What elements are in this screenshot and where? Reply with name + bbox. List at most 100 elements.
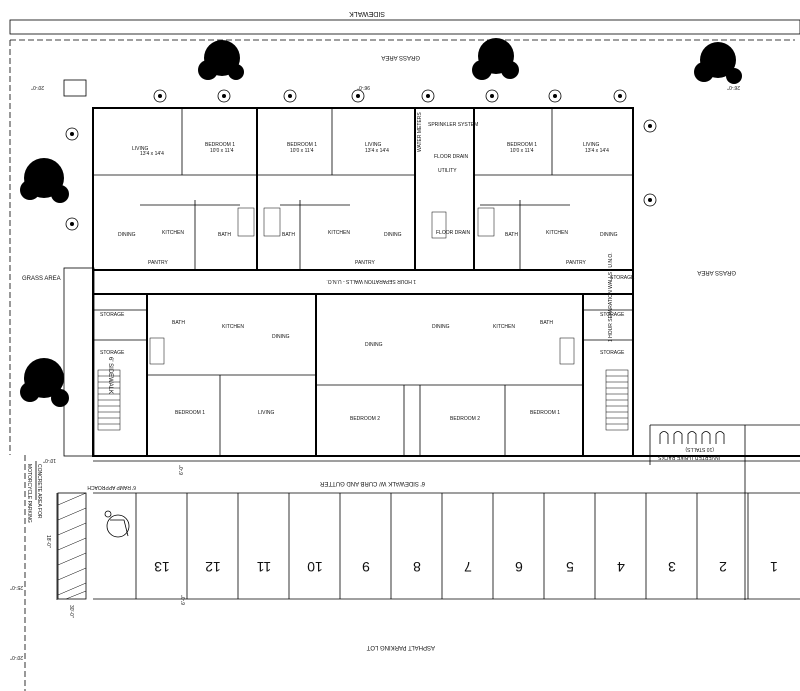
water-meters-label: WATER METERS <box>417 112 423 152</box>
lower-room-walls <box>219 375 506 456</box>
storage-walls <box>93 309 633 341</box>
room-storage-4: STORAGE <box>600 350 625 356</box>
dim-18: 18'-0" <box>45 535 51 548</box>
stall-number: 8 <box>413 559 421 575</box>
separation-wall-label: 1 HOUR SEPARATION WALLS - U.N.O. <box>326 278 416 284</box>
stair-right <box>605 369 629 431</box>
grass-area-top-label: GRASS AREA <box>381 54 420 60</box>
room-dining-5: DINING <box>365 342 383 348</box>
lower-bedroom-line <box>147 374 583 386</box>
utility-label: UTILITY <box>438 168 457 174</box>
front-sidewalk <box>93 460 800 494</box>
room-kitchen-1: KITCHEN <box>162 230 184 236</box>
bike-rack-label: INVERTED U-BIKE RACKS <box>657 454 720 460</box>
room-bath-1: BATH <box>218 232 231 238</box>
upper-bath-walls <box>194 200 521 270</box>
room-bath-3: BATH <box>505 232 518 238</box>
left-sidewalk-top <box>63 79 87 97</box>
bike-stalls-label: (10 STALLS) <box>685 446 714 452</box>
room-storage-3: STORAGE <box>600 312 625 318</box>
grass-area-right-label: GRASS AREA <box>697 269 736 275</box>
tree-icon <box>20 358 69 407</box>
motorcycle-label-1: CONCRETE AREA FOR <box>36 464 42 519</box>
shrub-icons <box>65 89 657 231</box>
top-sidewalk <box>9 19 800 35</box>
dim-6b: 6'-0" <box>181 595 187 605</box>
room-storage-5: STORAGE <box>610 275 635 281</box>
stall-number: 9 <box>362 559 370 575</box>
room-pantry-2: PANTRY <box>355 260 375 266</box>
top-sidewalk-label: SIDEWALK <box>349 10 385 17</box>
room-kitchen-4: KITCHEN <box>222 324 244 330</box>
grass-area-left-label: GRASS AREA <box>22 276 61 282</box>
room-bedroom-1b: BEDROOM 1 <box>287 142 317 148</box>
stall-number: 3 <box>668 559 676 575</box>
parking-lot-label: ASPHALT PARKING LOT <box>366 644 435 650</box>
room-bedroom-2a: BEDROOM 2 <box>350 416 380 422</box>
bath-fixtures <box>149 207 575 365</box>
room-dining-4: DINING <box>272 334 290 340</box>
room-storage-2: STORAGE <box>100 350 125 356</box>
tree-icon <box>198 40 244 80</box>
bike-area-outline <box>649 424 800 600</box>
dim-10: 10'-0" <box>43 457 56 463</box>
ramp-label: 6' RAMP APPROACH <box>87 484 136 490</box>
left-sidewalk <box>63 267 95 457</box>
room-pantry-3: PANTRY <box>566 260 586 266</box>
accessible-parking-icon <box>104 510 130 538</box>
room-bedroom-1a: BEDROOM 1 <box>205 142 235 148</box>
room-kitchen-3: KITCHEN <box>546 230 568 236</box>
room-living-1: LIVING <box>132 146 149 152</box>
motorcycle-area <box>35 461 58 600</box>
tree-icon <box>20 158 69 203</box>
hatched-access-aisle <box>57 492 87 600</box>
stall-number: 11 <box>257 559 272 575</box>
stall-number: 6 <box>515 559 523 575</box>
room-dining-3: DINING <box>600 232 618 238</box>
stall-number: 10 <box>307 559 323 575</box>
stall-number: 1 <box>770 559 778 575</box>
dim-26: 26'-0" <box>727 84 740 90</box>
separation-wall-side-label: 1 HOUR SEPARATION WALLS - U.N.O. <box>608 252 614 342</box>
size-3: 10'0 x 11'4 <box>290 148 314 154</box>
floor-drain-2: FLOOR DRAIN <box>436 230 471 236</box>
sprinkler-label: SPRINKLER SYSTEM <box>428 122 478 128</box>
floor-drain-1: FLOOR DRAIN <box>434 154 469 160</box>
room-kitchen-5: KITCHEN <box>493 324 515 330</box>
size-2: 10'0 x 11'4 <box>210 148 234 154</box>
tree-icon <box>472 38 519 80</box>
room-dining-6: DINING <box>432 324 450 330</box>
room-dining-2: DINING <box>384 232 402 238</box>
dim-25: 25'-0" <box>10 584 23 590</box>
upper-unit-walls <box>256 108 475 270</box>
room-living-4: LIVING <box>258 410 275 416</box>
size-6: 13'4 x 14'4 <box>585 148 609 154</box>
stall-number: 12 <box>205 559 221 575</box>
room-bedroom-1d: BEDROOM 1 <box>175 410 205 416</box>
room-pantry-1: PANTRY <box>148 260 168 266</box>
room-bath-4: BATH <box>172 320 185 326</box>
room-living-3: LIVING <box>583 142 600 148</box>
front-sidewalk-label: 6' SIDEWALK W/ CURB AND GUTTER <box>319 480 425 486</box>
size-4: 13'4 x 14'4 <box>365 148 389 154</box>
room-kitchen-2: KITCHEN <box>328 230 350 236</box>
size-5: 10'0 x 11'4 <box>510 148 534 154</box>
stall-number: 5 <box>566 559 574 575</box>
bike-rack-icons <box>659 431 725 444</box>
room-bedroom-2b: BEDROOM 2 <box>450 416 480 422</box>
size-1: 13'4 x 14'4 <box>140 151 164 157</box>
room-bedroom-1e: BEDROOM 1 <box>530 410 560 416</box>
room-living-2: LIVING <box>365 142 382 148</box>
stair-left <box>97 369 121 431</box>
dim-20: 20'-0" <box>31 84 44 90</box>
stall-number: 4 <box>617 559 625 575</box>
dim-6a: 6'-0" <box>179 465 185 475</box>
stall-number: 7 <box>464 559 472 575</box>
stall-number: 13 <box>154 559 170 575</box>
room-bath-2: BATH <box>282 232 295 238</box>
motorcycle-label-2: MOTORCYCLE PARKING <box>26 464 32 523</box>
room-bath-5: BATH <box>540 320 553 326</box>
dim-30: 30'-0" <box>68 605 74 618</box>
